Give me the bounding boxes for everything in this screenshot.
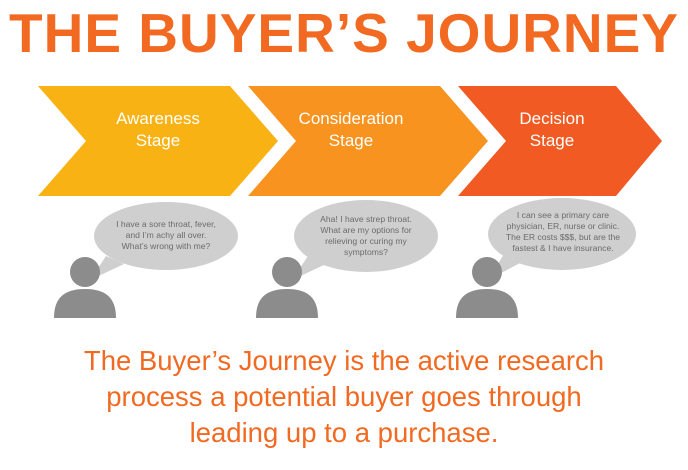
- thought-text-decision: I can see a primary care physician, ER, …: [505, 210, 621, 253]
- page-title: THE BUYER’S JOURNEY: [9, 2, 679, 64]
- decision-stage-label: Decision Stage: [519, 109, 585, 150]
- decision-stage-arrow: [458, 86, 662, 196]
- thought-text-consideration: Aha! I have strep throat. What are my op…: [320, 214, 412, 257]
- awareness-stage-arrow: [38, 86, 278, 196]
- awareness-stage-label: Awareness Stage: [116, 109, 200, 150]
- thought-text-awareness: I have a sore throat, fever, and I’m ach…: [116, 219, 216, 251]
- stage-arrows: [38, 86, 662, 196]
- journey-caption: The Buyer’s Journey is the active resear…: [83, 345, 605, 448]
- person-icon: [456, 257, 518, 318]
- person-icon: [54, 257, 116, 318]
- consideration-stage-label: Consideration Stage: [298, 109, 404, 150]
- person-icon: [256, 257, 318, 318]
- consideration-stage-arrow: [248, 86, 488, 196]
